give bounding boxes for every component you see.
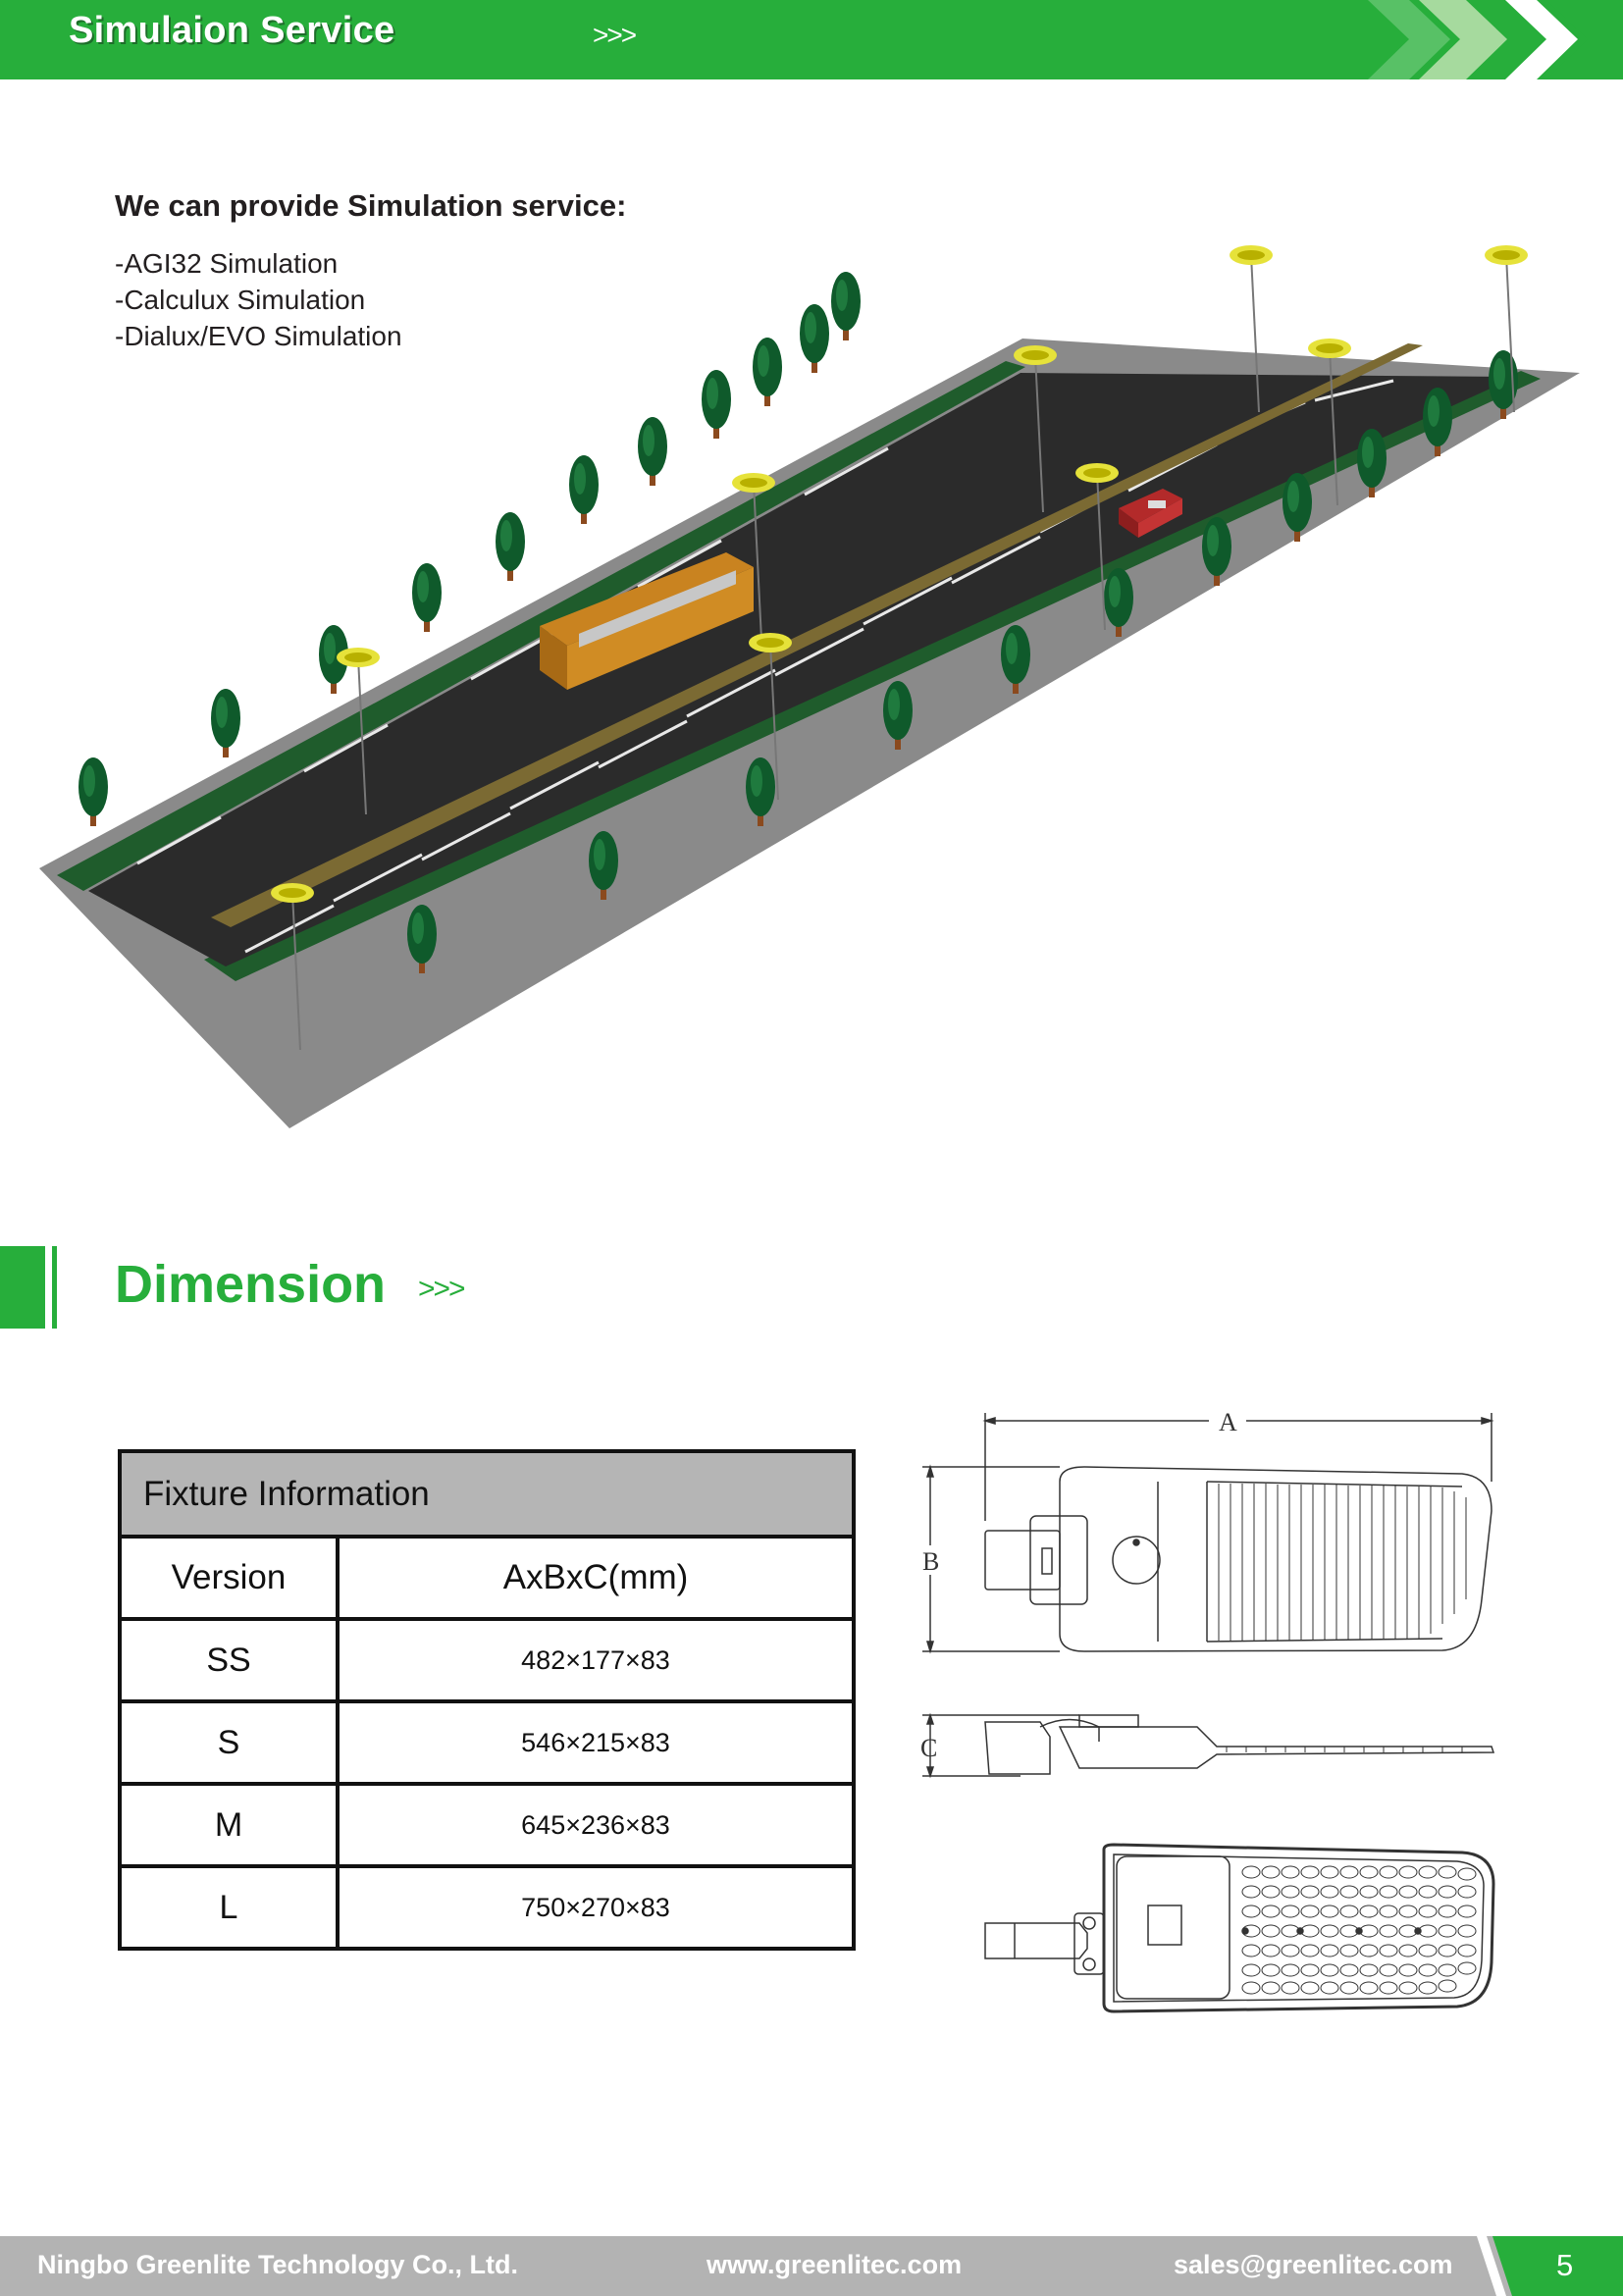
- version-cell: SS: [118, 1617, 340, 1703]
- dimension-accent-line: [52, 1246, 57, 1329]
- fixture-drawings: A B C: [920, 1408, 1495, 2013]
- dimension-cell: 482×177×83: [336, 1617, 856, 1703]
- dimension-accent-bar: [0, 1246, 45, 1329]
- dimension-cell: 645×236×83: [336, 1782, 856, 1868]
- arrows-decoration: >>>: [593, 20, 637, 50]
- table-row: SS 482×177×83: [118, 1617, 856, 1703]
- dimension-title: Dimension: [115, 1255, 387, 1314]
- website-link[interactable]: www.greenlitec.com: [707, 2250, 963, 2279]
- dimension-label-a: A: [1219, 1408, 1237, 1436]
- top-banner: Simulaion Service >>>: [0, 0, 1623, 79]
- column-header-version: Version: [118, 1535, 340, 1621]
- table-row: S 546×215×83: [118, 1699, 856, 1786]
- table-row: L 750×270×83: [118, 1864, 856, 1951]
- version-cell: M: [118, 1782, 340, 1868]
- email-link[interactable]: sales@greenlitec.com: [1174, 2250, 1453, 2279]
- footer: Ningbo Greenlite Technology Co., Ltd. ww…: [0, 2236, 1623, 2296]
- dimension-cell: 750×270×83: [336, 1864, 856, 1951]
- list-item: -Dialux/EVO Simulation: [115, 321, 402, 351]
- list-item: -Calculux Simulation: [115, 285, 366, 315]
- section-title: Simulaion Service: [69, 10, 395, 51]
- dimension-label-b: B: [922, 1547, 939, 1576]
- intro-heading: We can provide Simulation service:: [115, 188, 627, 223]
- version-cell: S: [118, 1699, 340, 1786]
- version-cell: L: [118, 1864, 340, 1951]
- arrows-decoration: >>>: [418, 1273, 466, 1305]
- column-header-dimensions: AxBxC(mm): [336, 1535, 856, 1621]
- table-caption: Fixture Information: [118, 1449, 856, 1539]
- dimension-label-c: C: [920, 1734, 937, 1762]
- table-caption-row: Fixture Information: [118, 1449, 856, 1539]
- page-number-badge: [1477, 2236, 1623, 2296]
- list-item: -AGI32 Simulation: [115, 248, 339, 279]
- company-name: Ningbo Greenlite Technology Co., Ltd.: [37, 2250, 518, 2279]
- simulation-list: -AGI32 Simulation -Calculux Simulation -…: [115, 245, 402, 354]
- table-row: M 645×236×83: [118, 1782, 856, 1868]
- chevrons-decoration: [1368, 0, 1623, 79]
- page-number: 5: [1556, 2248, 1574, 2282]
- fixture-table: Fixture Information Version AxBxC(mm) SS…: [118, 1449, 856, 1951]
- road-simulation-image: [39, 244, 1580, 1128]
- dimension-cell: 546×215×83: [336, 1699, 856, 1786]
- table-header-row: Version AxBxC(mm): [118, 1535, 856, 1621]
